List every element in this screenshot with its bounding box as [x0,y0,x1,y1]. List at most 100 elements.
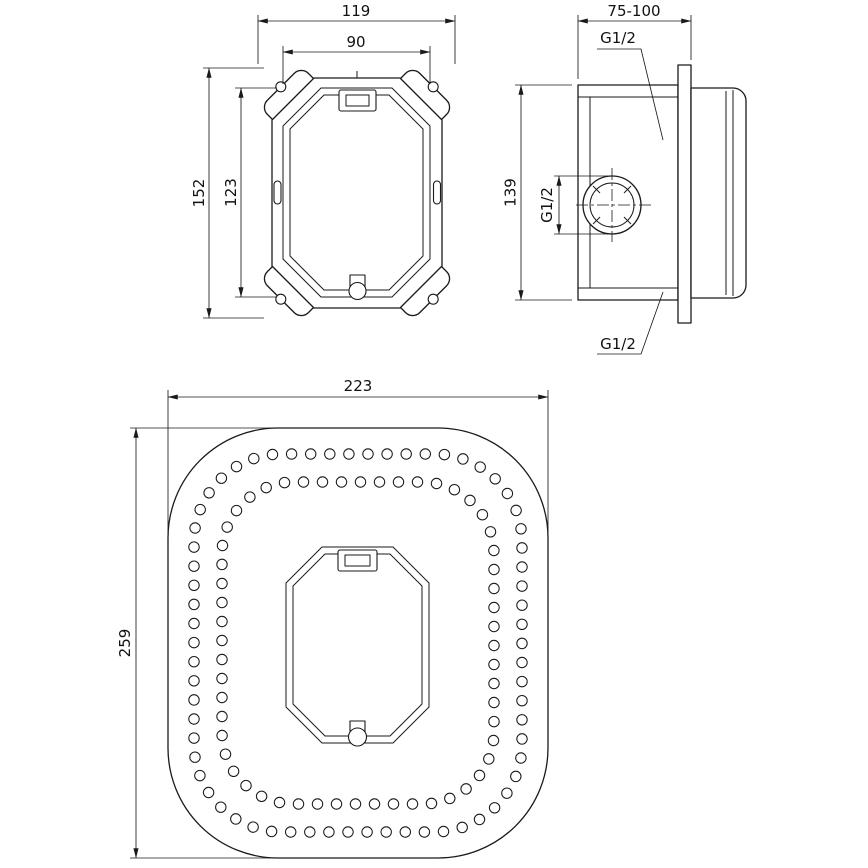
perforation-hole [260,481,272,494]
perforation-hole [515,752,527,764]
perforation-hole [380,826,392,838]
leader-thread-top [597,48,664,141]
front-top-clip-inner [345,94,370,107]
label-side-thread-top: G1/2 [597,29,664,141]
perforation-hole [304,448,317,460]
ear-notch [275,81,287,93]
dim-side-depth: 75-100 [577,2,692,79]
dim-front-width-overall: 119 [257,2,456,64]
dim-label-plate-height: 259 [116,629,134,658]
perforation-hole [483,753,495,765]
dim-plate-width: 223 [167,377,549,545]
dim-plate-height: 259 [116,427,272,859]
perforation-hole [516,561,528,573]
perforation-hole [473,813,486,826]
perforation-hole [311,798,324,810]
perforation-hole [411,476,424,488]
perforation-hole [516,675,528,688]
front-left-slot [273,180,282,205]
perforation-hole [188,732,200,744]
perforation-hole [285,448,298,460]
perforation-hole [188,694,200,706]
perforation-hole [488,696,500,709]
perforation-hole [474,461,486,473]
perforation-hole [484,526,497,538]
perforation-hole [361,826,373,838]
perforation-hole [230,460,243,473]
perforation-hole [448,483,461,496]
perforation-hole [216,653,228,666]
perforation-hole [240,779,252,792]
front-view: 119 90 152 123 [190,2,456,319]
perforation-hole [216,710,228,723]
plate-top-clip-inner [344,554,371,567]
dim-side-height: 139 [502,84,572,301]
perforation-hole [202,786,215,799]
side-flange [677,64,692,324]
perforation-hole [188,675,200,687]
dim-label-side-depth: 75-100 [607,2,660,20]
perforation-hole [194,503,206,516]
perforation-hole [188,655,200,668]
perforation-hole [216,729,228,742]
dim-side-port-thread: G1/2 [538,175,612,235]
perforation-hole [343,448,355,460]
perforation-hole [227,765,240,778]
dim-front-width-inner: 90 [282,33,431,84]
dim-label-plate-width: 223 [344,377,373,395]
perforation-hole [266,448,279,461]
perforation-hole [189,522,201,534]
perforation-hole [335,476,348,488]
perforation-hole [488,802,501,814]
perforation-hole [516,714,528,726]
front-right-slot [432,180,442,205]
perforation-ring-inner [216,476,500,810]
front-top-clip [338,89,377,112]
perforation-hole [488,563,500,576]
dim-label-front-width-overall: 119 [342,2,371,20]
perforation-hole [203,487,215,499]
perforation-hole [516,580,528,592]
perforation-hole [215,472,228,484]
perforation-hole [418,826,431,838]
perforation-hole [437,825,450,838]
plate-outline [167,427,549,859]
perforation-hole [488,658,500,671]
perforation-hole [216,539,229,552]
perforation-hole [399,826,412,838]
leader-thread-bottom [597,291,664,355]
plate-box-opening-inner [292,553,423,737]
perforation-hole [188,579,200,592]
front-opening-outer [282,87,431,298]
perforation-hole [501,487,514,500]
side-view: 75-100 G1/2 139 G1/2 G1/2 [502,2,747,355]
perforation-hole [419,448,432,460]
dim-front-height-inner: 123 [222,87,277,298]
side-sleeve [690,87,747,299]
perforation-hole [488,620,500,633]
perforation-hole [216,691,228,704]
perforation-hole [188,713,200,725]
perforation-hole [297,476,310,488]
perforation-hole [255,790,268,803]
side-port-circle-inner [589,182,635,228]
dim-label-front-width-inner: 90 [346,33,365,51]
dim-label-side-port-thread: G1/2 [538,187,556,223]
perforation-hole [216,577,228,590]
perforation-hole [273,796,286,809]
perforation-hole [373,476,386,488]
perforation-hole [292,798,305,810]
perforation-hole [216,615,228,628]
perforation-hole [438,448,451,461]
perforation-hole [430,477,443,490]
perforation-hole [362,448,374,460]
perforation-hole [265,825,278,838]
perforation-hole [316,476,329,488]
perforation-hole [278,476,291,489]
perforation-hole [216,596,228,609]
perforation-hole [215,801,227,813]
perforation-hole [354,476,367,488]
perforation-hole [247,821,259,833]
perforation-hole [487,734,500,747]
